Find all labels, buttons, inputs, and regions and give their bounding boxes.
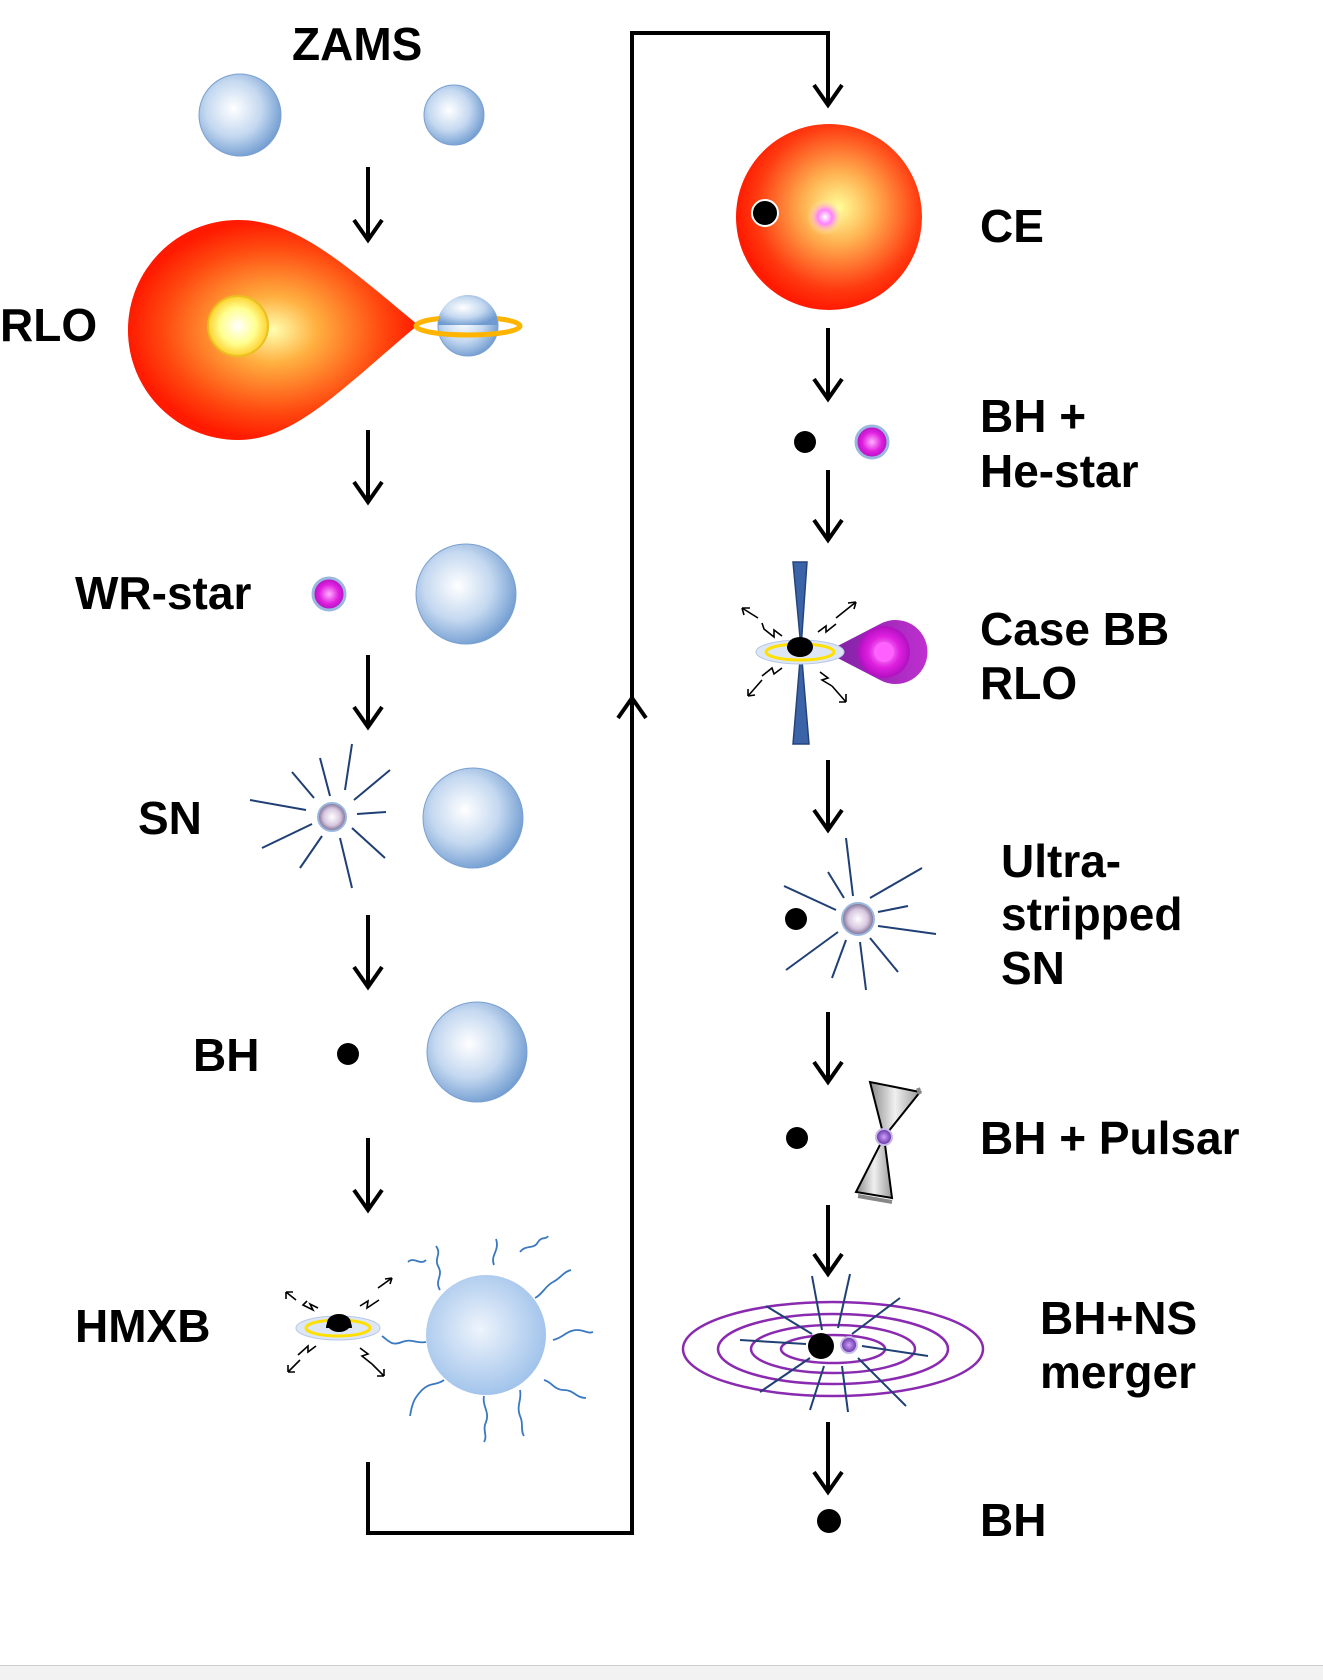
case-bb-accreting-bh [755, 637, 845, 665]
zams-secondary-star [423, 84, 485, 146]
supernova [249, 743, 391, 889]
ultra-sn-black-hole [785, 908, 807, 930]
label-final-bh: BH [980, 1494, 1047, 1546]
arrow-sn-to-bh [352, 915, 384, 991]
he-star [854, 424, 890, 460]
arrow-wr-to-sn [352, 655, 384, 731]
ultra-sn-remnant [841, 902, 875, 936]
label-hmxb: HMXB [75, 1300, 211, 1352]
label-case-bb-line1: Case BB [980, 603, 1170, 655]
giant-core [207, 295, 269, 357]
bh-companion-star [426, 1001, 528, 1103]
label-bh: BH [193, 1029, 260, 1081]
rlo-accretor-star [413, 295, 523, 357]
merger-neutron-star [840, 1336, 858, 1354]
pulsar-beams [854, 1080, 922, 1204]
arrow-pulsar-to-merger [812, 1205, 844, 1278]
label-merger-line1: BH+NS [1040, 1292, 1198, 1344]
black-hole [337, 1043, 359, 1065]
wr-companion-star [415, 543, 517, 645]
case-bb-jets [792, 561, 810, 745]
flow-connector [366, 31, 844, 1535]
case-bb-donor-lobe [826, 620, 928, 685]
label-sn: SN [138, 792, 202, 844]
merger-ejecta [739, 1273, 929, 1413]
arrow-case-bb-to-ultra-sn [812, 760, 844, 834]
arrow-ce-to-bh-he [812, 328, 844, 403]
arrow-ultra-sn-to-pulsar [812, 1012, 844, 1086]
sn-companion-star [422, 767, 524, 869]
merger-black-hole [808, 1333, 834, 1359]
bh-he-black-hole [794, 431, 816, 453]
label-merger-line2: merger [1040, 1346, 1196, 1398]
wr-star [311, 576, 347, 612]
rlo-donor-giant [127, 219, 418, 440]
final-black-hole [817, 1509, 841, 1533]
arrow-bh-he-to-case-bb [812, 470, 844, 544]
label-wr-star: WR-star [75, 567, 252, 619]
bh-pulsar-black-hole [786, 1127, 808, 1149]
arrow-bh-to-hmxb [352, 1138, 384, 1214]
hmxb-xray-emission [285, 1277, 393, 1377]
gravitational-wave-rings [681, 1300, 985, 1398]
label-bh-he-line2: He-star [980, 445, 1139, 497]
label-bh-he-line1: BH + [980, 390, 1087, 442]
arrow-zams-to-rlo [352, 167, 384, 244]
supernova-remnant [317, 802, 347, 832]
arrow-merger-to-final-bh [812, 1422, 844, 1496]
hmxb-accreting-bh [295, 1314, 381, 1341]
label-rlo: RLO [0, 299, 98, 351]
label-bh-pulsar: BH + Pulsar [980, 1112, 1240, 1164]
bottom-border-strip [0, 1665, 1323, 1680]
case-bb-xray-emission [741, 601, 857, 703]
label-ultra-line1: Ultra- [1001, 835, 1122, 887]
label-case-bb-line2: RLO [980, 657, 1078, 709]
zams-primary-star [198, 73, 282, 157]
arrow-rlo-to-wr [352, 430, 384, 506]
label-zams: ZAMS [292, 18, 423, 70]
label-ce: CE [980, 200, 1044, 252]
ce-he-core [807, 199, 843, 235]
pulsar [875, 1128, 893, 1146]
hmxb-donor-star [426, 1275, 546, 1395]
ultra-stripped-supernova [783, 837, 937, 991]
ce-black-hole [751, 199, 779, 227]
label-ultra-line2: stripped [1001, 888, 1183, 940]
label-ultra-line3: SN [1001, 942, 1065, 994]
stellar-wind [381, 1235, 594, 1443]
